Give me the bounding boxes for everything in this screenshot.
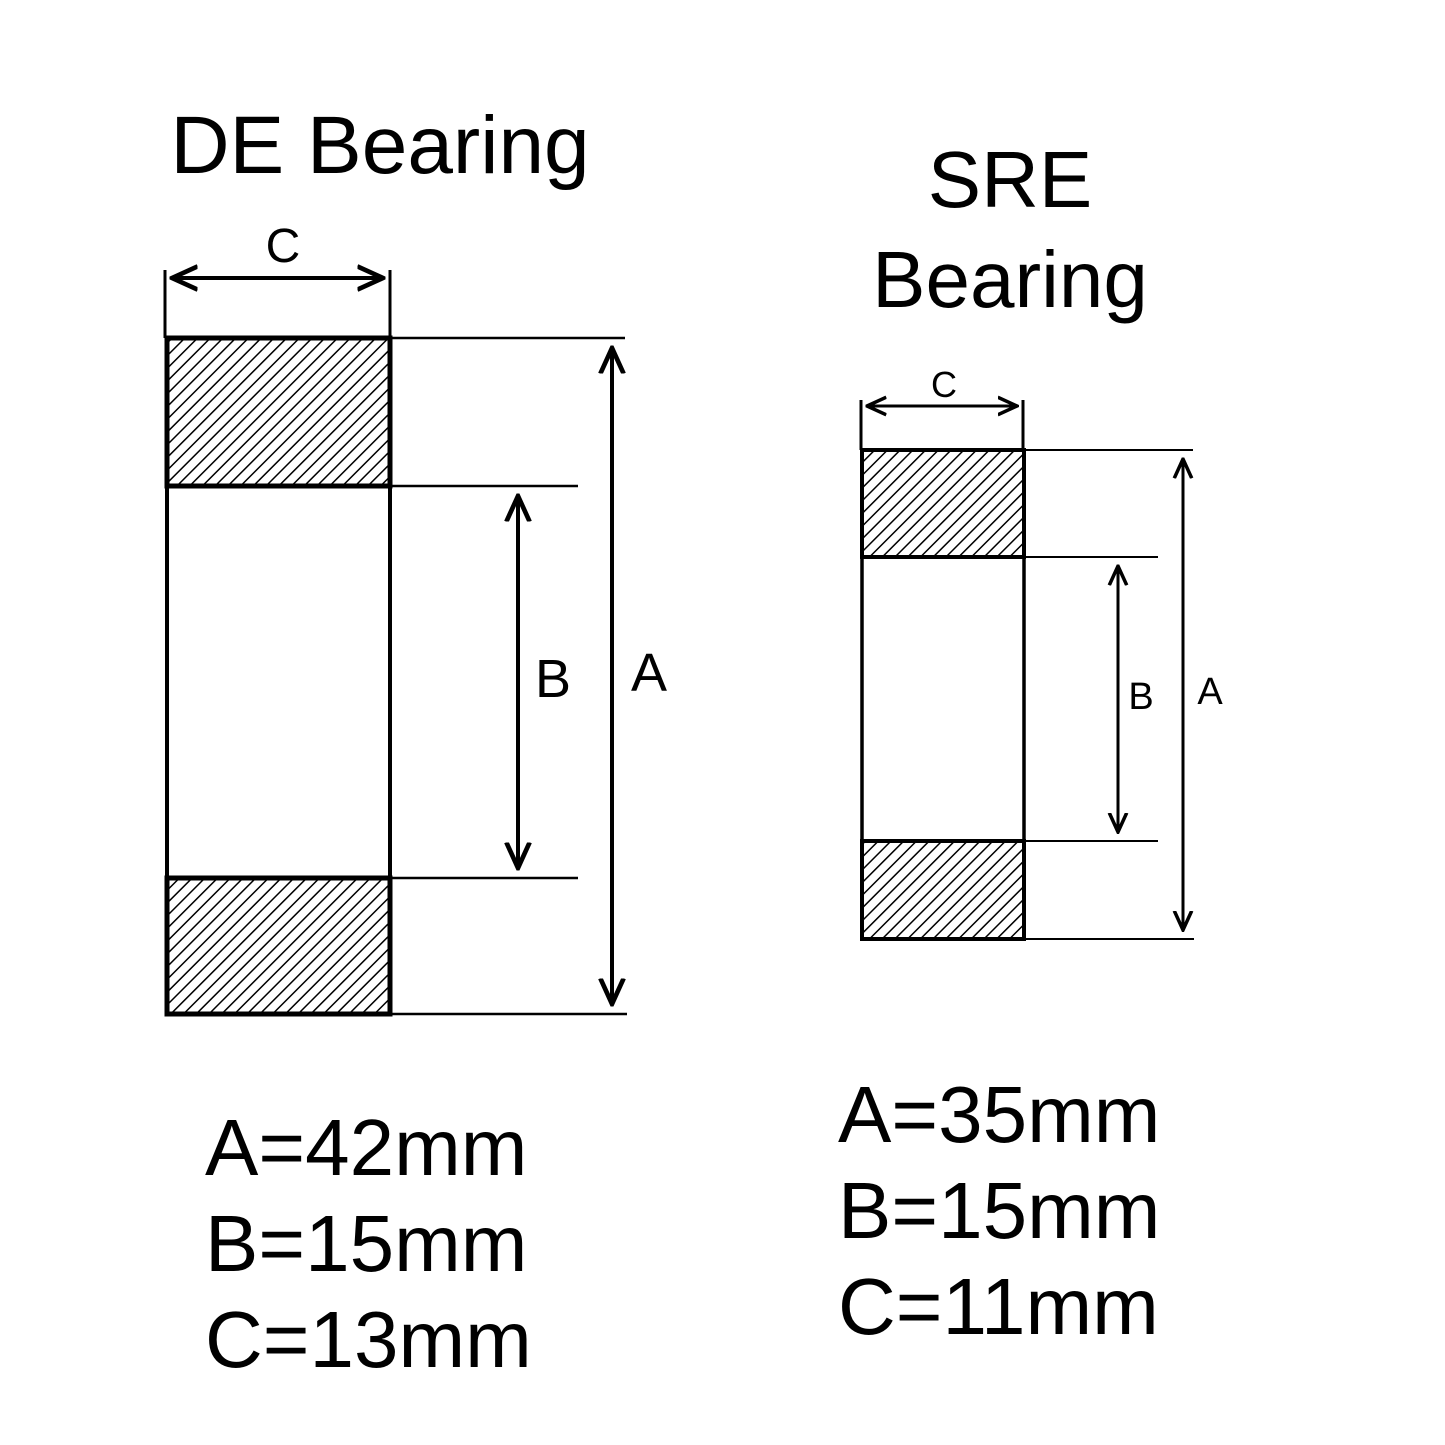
sre-b-label: B <box>1128 676 1153 718</box>
sre-dimension-list: A=35mm B=15mm C=11mm <box>838 1067 1160 1355</box>
sre-dimension-a: A=35mm <box>838 1070 1161 1159</box>
sre-outer-ring-top <box>860 448 1026 559</box>
de-c-label: C <box>266 220 301 273</box>
de-dimension-b: B=15mm <box>205 1199 528 1288</box>
sre-outer-ring-bottom <box>860 839 1026 941</box>
de-a-label: A <box>631 643 667 703</box>
de-outer-ring-top <box>164 335 393 489</box>
sre-c-label: C <box>931 364 957 405</box>
de-b-label: B <box>535 649 571 709</box>
sre-bearing-title-line1: SRE <box>927 135 1093 224</box>
sre-bearing-title-line2: Bearing <box>872 235 1148 324</box>
de-dimension-list: A=42mm B=15mm C=13mm <box>205 1100 532 1388</box>
de-bearing-drawing: C B A <box>163 220 667 1017</box>
de-dimension-a: A=42mm <box>205 1103 528 1192</box>
de-bearing-title: DE Bearing <box>170 100 590 191</box>
de-outer-ring-bottom <box>164 875 393 1017</box>
sre-dimension-b: B=15mm <box>838 1166 1161 1255</box>
sre-bearing-drawing: C B A <box>859 364 1223 941</box>
de-dimension-c: C=13mm <box>205 1295 532 1384</box>
sre-a-label: A <box>1197 671 1223 713</box>
sre-dimension-c: C=11mm <box>838 1262 1159 1351</box>
